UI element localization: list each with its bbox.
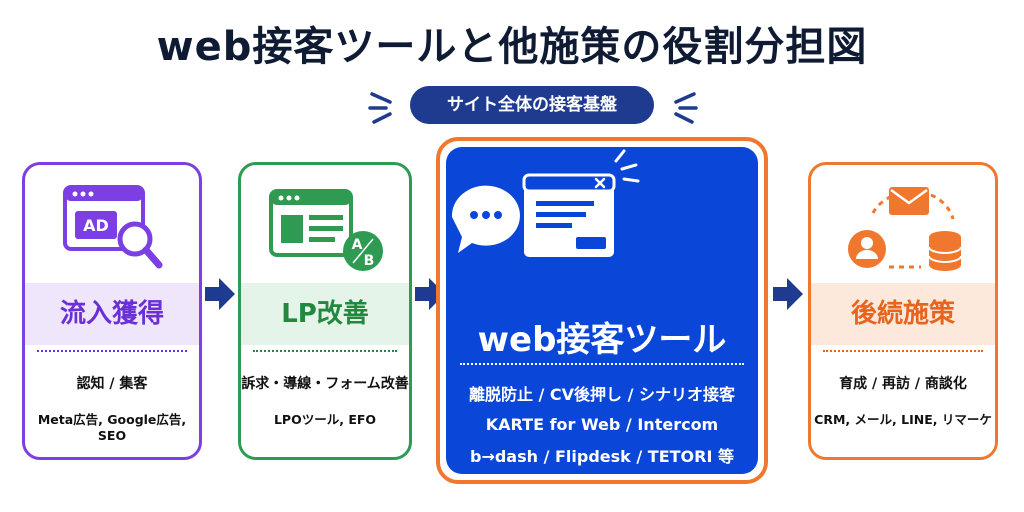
card-heading: 流入獲得 bbox=[25, 283, 199, 345]
card-lp-improvement: A B LP改善 訴求・導線・フォーム改善 LPOツール, EFO bbox=[238, 162, 412, 460]
dotted-divider bbox=[253, 350, 397, 352]
dotted-divider bbox=[823, 350, 983, 352]
card-heading: 後続施策 bbox=[811, 283, 995, 345]
dotted-divider bbox=[37, 350, 187, 352]
card-traffic-acquisition: AD 流入獲得 認知 / 集客 Meta広告, Google広告, SEO bbox=[22, 162, 202, 460]
dotted-divider bbox=[460, 363, 744, 365]
chat-popup-icon bbox=[451, 149, 640, 257]
ad-window-icon: AD bbox=[63, 185, 163, 269]
card-role: 訴求・導線・フォーム改善 bbox=[241, 376, 409, 392]
card-heading: web接客ツール bbox=[477, 320, 727, 360]
card-tools-line1: KARTE for Web / Intercom bbox=[485, 415, 719, 434]
ab-test-icon: A B bbox=[269, 189, 383, 271]
platform-badge: サイト全体の接客基盤 bbox=[410, 86, 654, 124]
card-tools-line2: b→dash / Flipdesk / TETORI 等 bbox=[469, 447, 735, 466]
card-role: 育成 / 再訪 / 商談化 bbox=[839, 376, 967, 392]
arrow-right-icon bbox=[773, 278, 803, 310]
card-web-engagement-tool: web接客ツール 離脱防止 / CV後押し / シナリオ接客 KARTE for… bbox=[446, 147, 758, 474]
card-tools: LPOツール, EFO bbox=[273, 412, 377, 427]
card-role: 離脱防止 / CV後押し / シナリオ接客 bbox=[468, 385, 736, 404]
card-role: 認知 / 集客 bbox=[76, 376, 148, 392]
sparkle-right-icon bbox=[674, 92, 698, 124]
card-follow-up: 後続施策 育成 / 再訪 / 商談化 CRM, メール, LINE, リマーケ bbox=[808, 162, 998, 460]
page-title: web接客ツールと他施策の役割分担図 bbox=[156, 24, 868, 70]
sparkle-left-icon bbox=[368, 92, 392, 124]
card-tools: Meta広告, Google広告, SEO bbox=[37, 412, 187, 443]
arrow-right-icon bbox=[205, 278, 235, 310]
card-tools: CRM, メール, LINE, リマーケ bbox=[814, 412, 992, 427]
arrow-right-icon bbox=[415, 278, 445, 310]
ab-letter-a: A bbox=[352, 237, 363, 253]
crm-cycle-icon bbox=[848, 187, 962, 271]
card-heading: LP改善 bbox=[241, 283, 409, 345]
ab-letter-b: B bbox=[364, 253, 375, 269]
ad-label: AD bbox=[83, 216, 109, 235]
